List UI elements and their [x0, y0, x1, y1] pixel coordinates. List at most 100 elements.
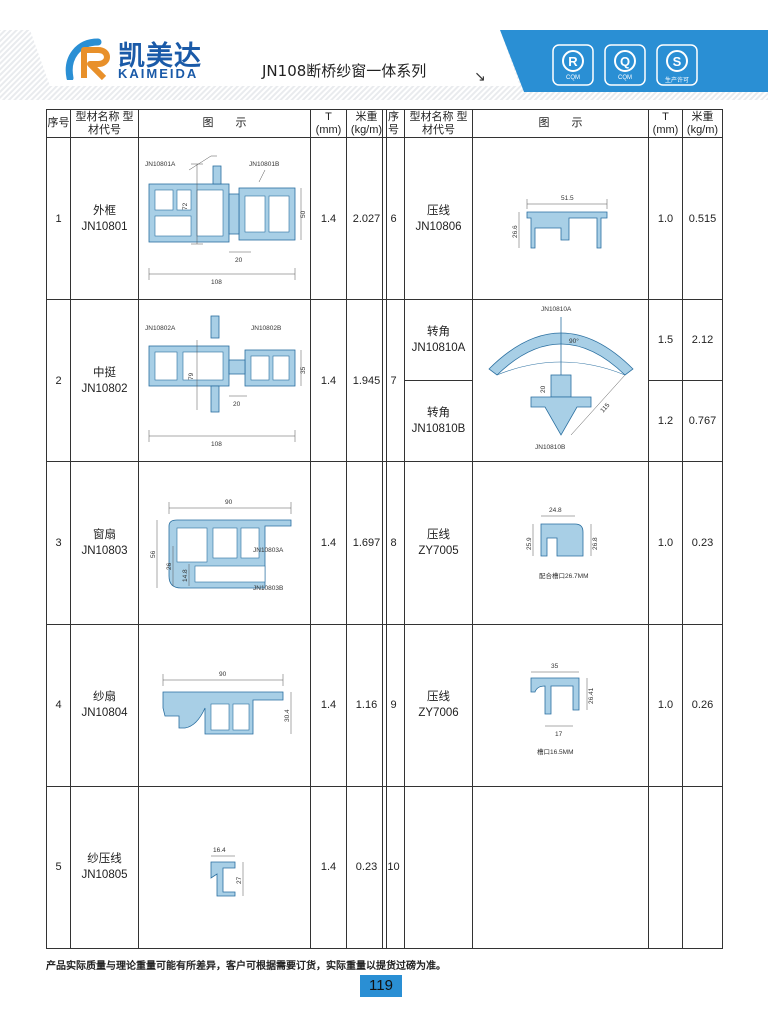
svg-text:Q: Q	[620, 54, 630, 69]
weight: 2.12	[682, 299, 723, 382]
header-background	[0, 30, 768, 100]
cert-label: 生产许可	[664, 78, 689, 84]
profile-diagram: JN10802A JN10802B 79 35 20	[138, 299, 311, 463]
profile-diagram: 35 26.41 17 槽口16.5MM	[472, 623, 649, 787]
profile-name-cell: 转角 JN10810A	[404, 299, 473, 382]
dim-label: 16.4	[213, 847, 226, 854]
table-row: 9 压线 ZY7006 35 26.41 17 槽口16.5MM 1.0 0.2…	[382, 623, 723, 787]
profile-name-cell: 压线 ZY7006	[404, 623, 473, 787]
dim-label: 72	[182, 202, 189, 210]
weight: 1.697	[346, 461, 387, 625]
thickness: 1.0	[648, 623, 683, 787]
profile-name: 转角	[427, 326, 450, 339]
dim-label: 26.6	[512, 225, 519, 238]
profile-name: 中挺	[93, 366, 116, 379]
table-row: 5 纱压线 JN10805 16.4 27 1.4 0.23	[46, 785, 387, 950]
dim-label: 20	[233, 401, 241, 408]
brand-name-cn: 凯美达	[118, 41, 202, 72]
profile-drawing: JN10810A 90° 20 115 JN10810B	[487, 306, 634, 451]
profile-diagram	[472, 785, 649, 950]
thickness: 1.4	[310, 137, 347, 301]
part-label: JN10801B	[249, 161, 279, 168]
table-row: 4 纱扇 JN10804 90 30.4 1.4 1.16	[46, 623, 387, 787]
table-row: 8 压线 ZY7005 24.8 25.9 26.8 配合槽口26.7MM 1.…	[382, 461, 723, 625]
profile-code: JN10805	[81, 869, 128, 882]
profile-diagram: 51.5 26.6	[472, 137, 649, 301]
row-seq: 3	[46, 461, 71, 625]
thickness: 1.5	[648, 299, 683, 382]
table-row: 3 窗扇 JN10803 90 56 26	[46, 461, 387, 625]
part-label: JN10802A	[145, 325, 176, 332]
table-row: 2 中挺 JN10802 JN10802A JN10802B	[46, 299, 387, 463]
profile-code: JN10801	[81, 220, 128, 233]
dim-label: 79	[188, 372, 195, 380]
part-label: JN10803A	[253, 547, 284, 554]
profile-code: JN10802	[81, 382, 128, 395]
profile-drawing: JN10802A JN10802B 79 35 20	[145, 315, 307, 448]
weight	[682, 785, 723, 950]
part-label: JN10810A	[541, 306, 572, 313]
dim-label: 90	[219, 671, 227, 678]
dim-label: 108	[211, 279, 222, 286]
brand-name-en: KAIMEIDA	[118, 66, 199, 81]
left-spec-table: 序号 型材名称 型材代号 图 示 T (mm) 米重 (kg/m) 1 外框 J…	[46, 108, 387, 950]
col-weight-header: 米重 (kg/m)	[682, 108, 723, 139]
col-t-header: T (mm)	[648, 108, 683, 139]
profile-diagram: JN10810A 90° 20 115 JN10810B	[472, 299, 649, 463]
page-number: 119	[360, 975, 402, 997]
table-row: 7 转角 JN10810A JN10810A 90° 20 115 JN10	[382, 299, 723, 463]
thickness: 1.2	[648, 380, 683, 463]
dim-label: 25.9	[526, 537, 533, 550]
arrow-down-right-icon: ↘	[474, 68, 486, 84]
dim-label: 30.4	[284, 709, 291, 722]
profile-name: 纱压线	[87, 853, 122, 866]
profile-name: 压线	[427, 529, 450, 541]
profile-drawing: 24.8 25.9 26.8 配合槽口26.7MM	[526, 507, 599, 580]
profile-drawing: 51.5 26.6	[512, 195, 607, 249]
profile-code: JN10804	[81, 707, 128, 720]
dim-label: 26.41	[588, 688, 595, 705]
weight: 0.515	[682, 137, 723, 301]
profile-code: ZY7006	[418, 707, 459, 720]
profile-name-cell: 转角 JN10810B	[404, 380, 473, 463]
profile-drawing: 90 56 26 14.8 JN10803A JN10803B	[150, 499, 291, 592]
profile-diagram: 24.8 25.9 26.8 配合槽口26.7MM	[472, 461, 649, 625]
dim-label: 90	[225, 499, 233, 506]
dim-label: 14.8	[182, 569, 189, 582]
weight: 2.027	[346, 137, 387, 301]
profile-drawing: 90 30.4	[162, 671, 291, 735]
part-label: JN10803B	[253, 585, 283, 592]
thickness: 1.4	[310, 461, 347, 625]
qs-cert-icon: S 生产许可	[656, 44, 698, 86]
table-row: 转角 JN10810B 1.2 0.767	[383, 380, 723, 463]
angle-label: 90°	[569, 337, 579, 345]
dim-label: 50	[300, 210, 307, 218]
weight: 0.23	[682, 461, 723, 625]
profile-diagram: 90 30.4	[138, 623, 311, 787]
profile-diagram: 16.4 27	[138, 785, 311, 950]
row-seq: 2	[46, 299, 71, 463]
col-name-header: 型材名称 型材代号	[70, 108, 139, 139]
profile-name: 压线	[427, 691, 450, 704]
col-seq-header: 序号	[46, 108, 71, 139]
row-seq: 1	[46, 137, 71, 301]
profile-name-cell: 中挺 JN10802	[70, 299, 139, 463]
dim-label: 26.8	[592, 537, 599, 550]
weight: 0.26	[682, 623, 723, 787]
profile-code: JN10803	[81, 545, 128, 557]
cert-label: CQM	[618, 75, 632, 81]
r-cert-icon: R CQM	[552, 44, 594, 86]
part-label: JN10810B	[535, 444, 565, 451]
q-cert-icon: Q CQM	[604, 44, 646, 86]
part-label: JN10801A	[145, 161, 176, 168]
col-weight-header: 米重 (kg/m)	[346, 108, 387, 139]
right-spec-table: 序号 型材名称 型材代号 图 示 T (mm) 米重 (kg/m) 6 压线 J…	[382, 108, 723, 950]
profile-drawing: 35 26.41 17 槽口16.5MM	[530, 663, 595, 756]
row-seq: 4	[46, 623, 71, 787]
profile-drawing: 16.4 27	[210, 847, 243, 897]
svg-text:S: S	[673, 54, 682, 69]
thickness: 1.4	[310, 623, 347, 787]
row-seq: 7	[382, 299, 405, 463]
weight: 1.945	[346, 299, 387, 463]
weight: 0.23	[346, 785, 387, 950]
